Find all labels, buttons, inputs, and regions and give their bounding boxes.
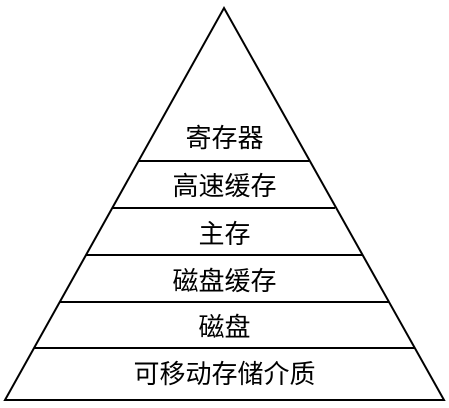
tier-label-removable-storage: 可移动存储介质: [133, 360, 316, 390]
tier-label-registers: 寄存器: [185, 124, 264, 154]
tier-label-disk-cache: 磁盘缓存: [172, 267, 277, 297]
tier-label-disk: 磁盘: [198, 313, 251, 343]
tier-label-cache: 高速缓存: [172, 172, 277, 202]
tier-label-main-memory: 主存: [198, 220, 251, 250]
